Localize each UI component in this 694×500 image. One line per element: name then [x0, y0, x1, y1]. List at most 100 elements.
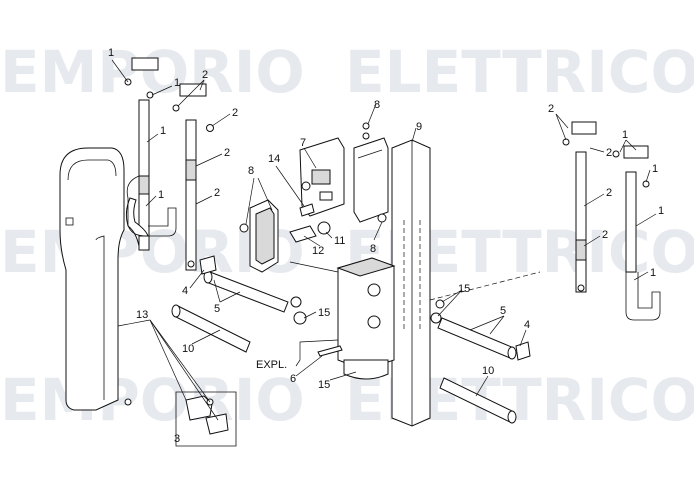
callout-label-8: 8 — [370, 243, 376, 255]
cable-clip-icon — [301, 181, 311, 191]
upper-bracket-8 — [353, 122, 389, 223]
leader-line — [117, 319, 151, 327]
leader-line — [589, 147, 605, 153]
leader-line — [411, 127, 417, 143]
arm-hook — [125, 197, 149, 247]
leader-line — [583, 235, 601, 247]
arm-bracket-plate — [179, 83, 207, 97]
arm-part-2-left — [172, 83, 214, 271]
callout-label-1: 1 — [650, 267, 656, 279]
callout-label-2: 2 — [214, 187, 220, 199]
screw-icon — [612, 150, 620, 158]
bushing-15-left — [293, 311, 307, 325]
screw-icon — [362, 122, 370, 130]
callout-label-8: 8 — [248, 165, 254, 177]
detail-plate — [205, 413, 229, 435]
callout-label-2: 2 — [232, 107, 238, 119]
arm-hook — [625, 272, 661, 321]
washer-icon — [239, 223, 249, 233]
part-12 — [289, 225, 317, 243]
leader-line — [195, 153, 223, 167]
arm-part-1-left — [124, 57, 177, 251]
arm-bar — [625, 171, 637, 273]
callout-label-5: 5 — [500, 305, 506, 317]
callout-label-13: 13 — [136, 309, 148, 321]
leader-line — [325, 231, 333, 239]
leader-lines — [111, 59, 657, 421]
column-body — [391, 139, 431, 427]
arm-bar — [575, 151, 587, 293]
arm-bar-joint — [138, 175, 150, 195]
motor-top — [336, 257, 396, 277]
bracket-edge — [357, 149, 383, 159]
leader-line — [475, 375, 489, 397]
flange-4-right — [515, 341, 531, 361]
callout-label-2: 2 — [548, 103, 554, 115]
leader-line — [295, 355, 323, 377]
watermark-word-elettrico-top: ELETTRICO — [345, 38, 694, 106]
leader-line — [151, 85, 173, 96]
tube-5-right — [437, 317, 515, 359]
leader-line — [219, 291, 241, 303]
motor-base — [343, 359, 389, 380]
leader-line — [257, 177, 273, 211]
nut-icon — [206, 124, 214, 132]
leader-line — [149, 319, 187, 401]
callout-label-3: 3 — [174, 433, 180, 445]
arm-hook-outline — [126, 175, 177, 237]
screw-icon — [362, 132, 370, 140]
callout-label-1: 1 — [174, 77, 180, 89]
screw-icon — [124, 78, 132, 86]
callout-label-2: 2 — [606, 187, 612, 199]
leader-line — [111, 59, 129, 83]
leader-line — [329, 371, 357, 381]
screw-icon — [146, 91, 154, 99]
leader-line — [367, 103, 377, 125]
arm-bar-joint — [185, 159, 197, 181]
cover-top-edge — [67, 159, 117, 181]
leader-line — [619, 139, 627, 153]
cover-window — [65, 217, 74, 226]
arm-bar — [185, 119, 197, 271]
callout-label-14: 14 — [268, 153, 280, 165]
callout-label-15: 15 — [318, 307, 330, 319]
callout-label-6: 6 — [290, 373, 296, 385]
arm-bracket-plate — [571, 121, 597, 135]
callout-label-2: 2 — [602, 229, 608, 241]
leader-line — [245, 177, 255, 225]
callout-label-1: 1 — [622, 129, 628, 141]
arm-bracket-plate — [623, 145, 649, 159]
callout-labels: 1 1 1 1 2 2 2 2 8 14 7 8 9 8 11 12 4 5 1… — [108, 47, 664, 445]
upper-bracket-body — [353, 137, 389, 223]
bushing-15-left — [290, 296, 302, 308]
small-parts-11-12-14 — [289, 203, 331, 243]
leader-line — [555, 113, 569, 129]
leader-line — [195, 195, 213, 205]
arm-part-1-right — [612, 145, 661, 321]
screw-icon — [124, 398, 132, 406]
part-14 — [299, 203, 315, 217]
leader-line — [199, 79, 205, 91]
leader-line — [145, 195, 157, 207]
motor-body — [337, 257, 395, 371]
callout-label-7: 7 — [300, 137, 306, 149]
pin-hole-icon — [187, 260, 195, 268]
callout-label-10: 10 — [482, 365, 494, 377]
leader-line — [437, 289, 463, 317]
arm-part-2-right — [562, 121, 597, 293]
leader-line — [149, 319, 211, 403]
leader-line — [177, 79, 205, 107]
callout-label-1: 1 — [652, 163, 658, 175]
leader-line — [645, 169, 651, 183]
callout-label-1: 1 — [158, 189, 164, 201]
callout-label-15: 15 — [318, 379, 330, 391]
washer-icon — [377, 213, 387, 223]
callout-label-2: 2 — [606, 147, 612, 159]
terminal-block — [319, 191, 333, 201]
callout-label-1: 1 — [108, 47, 114, 59]
tubes-right — [429, 271, 541, 424]
arm-bar-joint — [575, 239, 587, 261]
alignment-line — [429, 271, 541, 301]
leader-line — [211, 113, 231, 127]
